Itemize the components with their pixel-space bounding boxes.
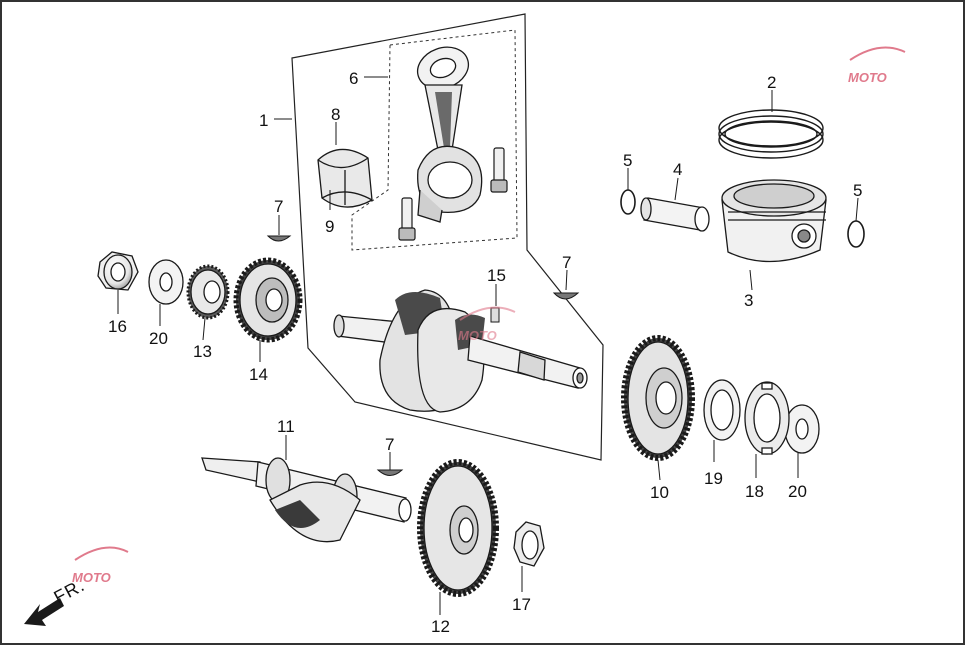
label-part-14: 14 bbox=[249, 365, 268, 384]
label-part-2: 2 bbox=[767, 73, 776, 92]
label-part-9: 9 bbox=[325, 217, 334, 236]
label-part-19: 19 bbox=[704, 469, 723, 488]
svg-text:MOTO: MOTO bbox=[458, 328, 497, 343]
piston-rings bbox=[718, 109, 824, 159]
label-part-16: 16 bbox=[108, 317, 127, 336]
balancer-gear bbox=[417, 459, 499, 597]
label-part-7-lower: 7 bbox=[385, 435, 394, 454]
lock-washer bbox=[744, 381, 790, 455]
label-part-1: 1 bbox=[259, 111, 268, 130]
label-part-13: 13 bbox=[193, 342, 212, 361]
connecting-rod-group-outline bbox=[351, 29, 518, 251]
crankshaft bbox=[333, 289, 588, 413]
label-part-6: 6 bbox=[349, 69, 358, 88]
label-part-4: 4 bbox=[673, 160, 682, 179]
rod-bolt-left bbox=[398, 197, 416, 241]
label-part-12: 12 bbox=[431, 617, 450, 636]
label-part-5-right: 5 bbox=[853, 181, 862, 200]
label-part-7-right: 7 bbox=[562, 253, 571, 272]
washer-right bbox=[784, 404, 820, 454]
rod-bearing-shell bbox=[317, 148, 373, 208]
part-labels: 1 2 3 4 5 5 6 7 7 7 8 9 10 11 12 13 14 1… bbox=[108, 69, 862, 636]
rod-bolt-right bbox=[490, 147, 508, 193]
front-arrow-icon bbox=[24, 598, 64, 626]
label-part-20-right: 20 bbox=[788, 482, 807, 501]
small-gear bbox=[186, 264, 230, 320]
label-part-18: 18 bbox=[745, 482, 764, 501]
piston bbox=[721, 179, 827, 263]
leader-lines bbox=[117, 76, 859, 615]
woodruff-key-lower bbox=[376, 469, 404, 476]
balancer-shaft bbox=[201, 457, 412, 543]
svg-text:MOTO: MOTO bbox=[848, 70, 887, 85]
large-gear bbox=[621, 335, 695, 461]
piston-pin bbox=[640, 197, 710, 232]
washer-left bbox=[148, 259, 184, 305]
woodruff-key-right bbox=[552, 292, 580, 300]
svg-text:MOTO: MOTO bbox=[72, 570, 111, 585]
label-part-3: 3 bbox=[744, 291, 753, 310]
dowel-pin bbox=[490, 307, 500, 323]
label-part-7-upper: 7 bbox=[274, 197, 283, 216]
watermark-top-right: MOTO bbox=[848, 46, 906, 85]
connecting-rod bbox=[416, 46, 483, 223]
balancer-nut bbox=[513, 521, 545, 567]
crankshaft-assembly-outline bbox=[291, 13, 604, 461]
label-part-5-left: 5 bbox=[623, 151, 632, 170]
label-part-15: 15 bbox=[487, 266, 506, 285]
woodruff-key-upper-left bbox=[266, 235, 292, 242]
watermark-center: MOTO bbox=[458, 306, 516, 343]
label-part-8: 8 bbox=[331, 105, 340, 124]
flange-nut bbox=[97, 251, 139, 291]
watermark-bottom-left: MOTO bbox=[72, 546, 129, 585]
label-part-20-left: 20 bbox=[149, 329, 168, 348]
label-part-17: 17 bbox=[512, 595, 531, 614]
drive-gear bbox=[233, 257, 303, 343]
label-part-11: 11 bbox=[277, 417, 295, 436]
label-part-10: 10 bbox=[650, 483, 669, 502]
spacer-ring bbox=[703, 379, 741, 441]
